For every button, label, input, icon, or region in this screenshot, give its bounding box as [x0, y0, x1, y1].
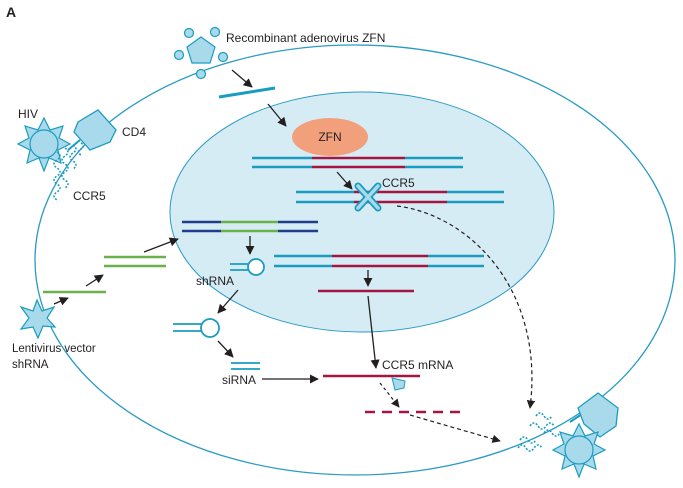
- arrow-lentivirus-entry: [53, 297, 69, 306]
- ccr5-transcription-dna: [274, 254, 484, 268]
- shrna-hairpin-cytoplasm: [173, 318, 220, 338]
- zfn-label: ZFN: [318, 130, 341, 144]
- arrow-to-zfn: [267, 103, 287, 127]
- arrow-reverse-transcription: [85, 274, 104, 287]
- vector-dsdna: [104, 255, 166, 268]
- cd4-receptor-icon-bottom: [569, 392, 619, 438]
- adenovirus-label: Recombinant adenovirus ZFN: [226, 31, 385, 45]
- hiv-virion-icon-bottom: [551, 422, 607, 479]
- sirna-label: siRNA: [222, 373, 256, 387]
- risc-complex-icon: [391, 377, 406, 391]
- ccr5-mrna-label: CCR5 mRNA: [382, 358, 453, 372]
- ccr5-surface-label: CCR5: [73, 189, 106, 203]
- shrna-hairpin-nuclear: [230, 258, 265, 276]
- arrow-to-cleavage: [336, 171, 353, 190]
- arrow-to-sirna: [217, 340, 234, 358]
- hiv-virion-icon: [16, 116, 72, 173]
- zfn-protein: [292, 118, 368, 156]
- cleavage-x-icon: [354, 182, 382, 212]
- dashed-arrow-receptor: [409, 414, 501, 443]
- arrow-shrna-export: [217, 289, 239, 314]
- lentivirus-label-line1: Lentivirus vector: [12, 343, 96, 355]
- sirna-duplex: [231, 362, 260, 370]
- arrow-integration: [143, 237, 179, 253]
- ccr5-gene-dna: [252, 156, 463, 169]
- ccr5-coreceptor-icon-bottom: [517, 412, 561, 452]
- arrow-adenovirus: [231, 69, 253, 88]
- hiv-label: HIV: [18, 107, 38, 121]
- ccr5-coreceptor-icon: [53, 142, 85, 201]
- cd4-label: CD4: [122, 125, 146, 139]
- panel-letter: A: [6, 4, 16, 20]
- dashed-arrow-to-surface: [396, 205, 536, 409]
- adenovirus-icon: [173, 26, 229, 80]
- arrow-mrna-export: [367, 295, 380, 369]
- cell-membrane: [34, 44, 676, 476]
- cd4-receptor-icon: [67, 109, 117, 151]
- nucleus: [169, 91, 555, 333]
- dashed-arrow-cleavage: [379, 382, 400, 408]
- lentivirus-icon: [19, 298, 57, 340]
- zfn-dna-fragment: [218, 86, 276, 99]
- ccr5-gene-label: CCR5: [382, 176, 415, 190]
- lentivirus-label-line2: shRNA: [12, 359, 49, 371]
- integrated-shrna-dna: [182, 220, 318, 233]
- shrna-label: shRNA: [196, 274, 234, 288]
